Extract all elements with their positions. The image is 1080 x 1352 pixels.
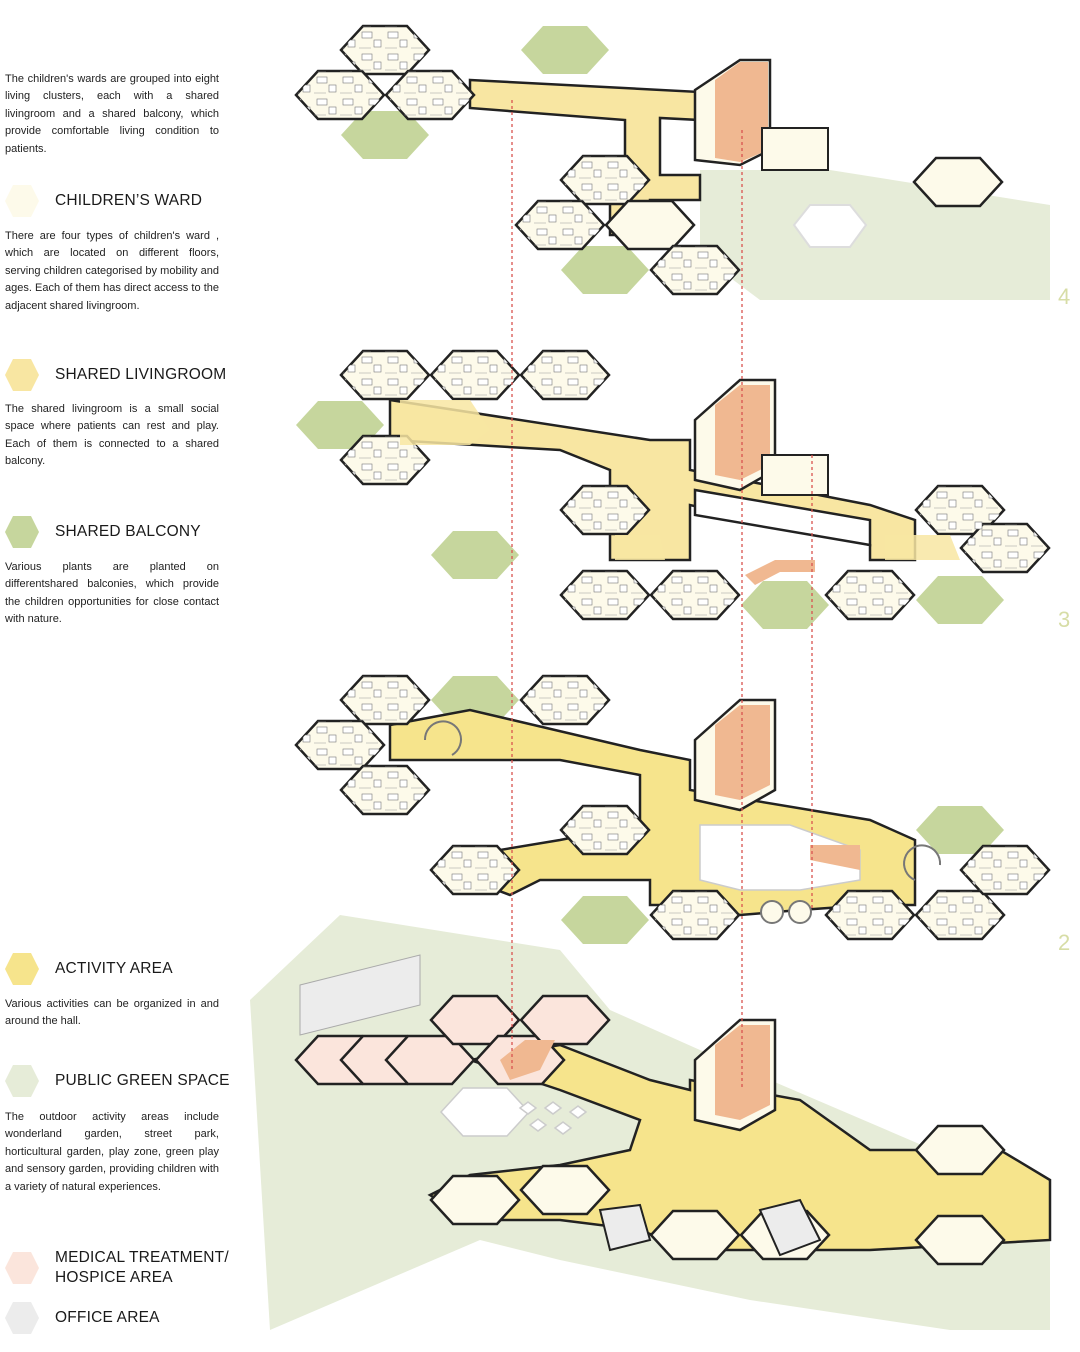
office-area-swatch	[4, 1301, 40, 1335]
legend-label: OFFICE AREA	[55, 1309, 160, 1326]
swatch-hex	[5, 359, 39, 391]
legend-medical-hospice-area: MEDICAL TREATMENT/ HOSPICE AREA	[4, 1248, 229, 1288]
floor-2-plan	[294, 674, 1051, 944]
corridor	[388, 398, 917, 562]
legend-label: ACTIVITY AREA	[55, 960, 173, 977]
floor-number-4: 4	[1058, 284, 1071, 309]
stair-core	[693, 58, 829, 171]
public-green-space	[700, 170, 1050, 300]
legend-label: SHARED LIVINGROOM	[55, 366, 227, 383]
legend-label: MEDICAL TREATMENT/ HOSPICE AREA	[55, 1249, 229, 1286]
office-blocks	[598, 1198, 822, 1257]
childrens-ward-description: There are four types of children's ward …	[5, 230, 219, 312]
stair-core	[693, 698, 860, 870]
office-area	[299, 954, 421, 1036]
shared-balcony-swatch	[4, 515, 40, 549]
floor-number-3: 3	[1058, 607, 1071, 632]
skylight-void	[792, 204, 868, 248]
legend-panel: The children's wards are grouped into ei…	[0, 0, 240, 1347]
swatch-hex	[5, 516, 39, 548]
swatch-hex	[5, 185, 39, 217]
activity-area-swatch	[4, 952, 40, 986]
shared-livingroom-description: The shared livingroom is a small social …	[5, 403, 219, 468]
shared-balcony-description: Various plants are planted on differents…	[5, 561, 219, 626]
floor-3-plan	[296, 349, 1051, 629]
legend-label: SHARED BALCONY	[55, 523, 201, 540]
public-green-space-swatch	[4, 1064, 40, 1098]
ward-furniture	[296, 26, 739, 294]
axonometric-plans	[250, 24, 1052, 1330]
round-tables	[423, 720, 942, 924]
swatch-hex	[5, 1302, 39, 1334]
shared-livingroom-swatch	[4, 358, 40, 392]
legend-label: CHILDREN’S WARD	[55, 192, 203, 209]
shared-livingroom	[400, 400, 960, 560]
vertical-guide-lines	[511, 100, 813, 1090]
swatch-hex	[5, 1065, 39, 1097]
floor-plans-diagram: 4 3 2	[240, 0, 1080, 1347]
swatch-hex	[5, 1252, 39, 1284]
swatch-hex	[5, 953, 39, 985]
legend-public-green-space: PUBLIC GREEN SPACE	[4, 1064, 230, 1098]
intro-text: The children's wards are grouped into ei…	[5, 73, 219, 155]
childrens-ward-swatch	[4, 184, 40, 218]
floor-number-2: 2	[1058, 930, 1071, 955]
garden-hexes	[440, 1087, 588, 1137]
ground-floor-plan	[250, 915, 1052, 1330]
legend-shared-livingroom: SHARED LIVINGROOM	[4, 358, 226, 392]
legend-office-area: OFFICE AREA	[4, 1301, 160, 1335]
legend-activity-area: ACTIVITY AREA	[4, 952, 173, 986]
public-green-space-description: The outdoor activity areas include wonde…	[5, 1111, 219, 1193]
legend-label: PUBLIC GREEN SPACE	[55, 1072, 230, 1089]
floor-4-plan	[294, 24, 1050, 300]
medical-hospice-swatch	[4, 1251, 40, 1285]
legend-shared-balcony: SHARED BALCONY	[4, 515, 201, 549]
stair-core	[693, 378, 829, 585]
legend-childrens-ward: CHILDREN’S WARD	[4, 184, 202, 218]
activity-area-description: Various activities can be organized in a…	[5, 998, 219, 1028]
atrium-void	[699, 824, 861, 891]
